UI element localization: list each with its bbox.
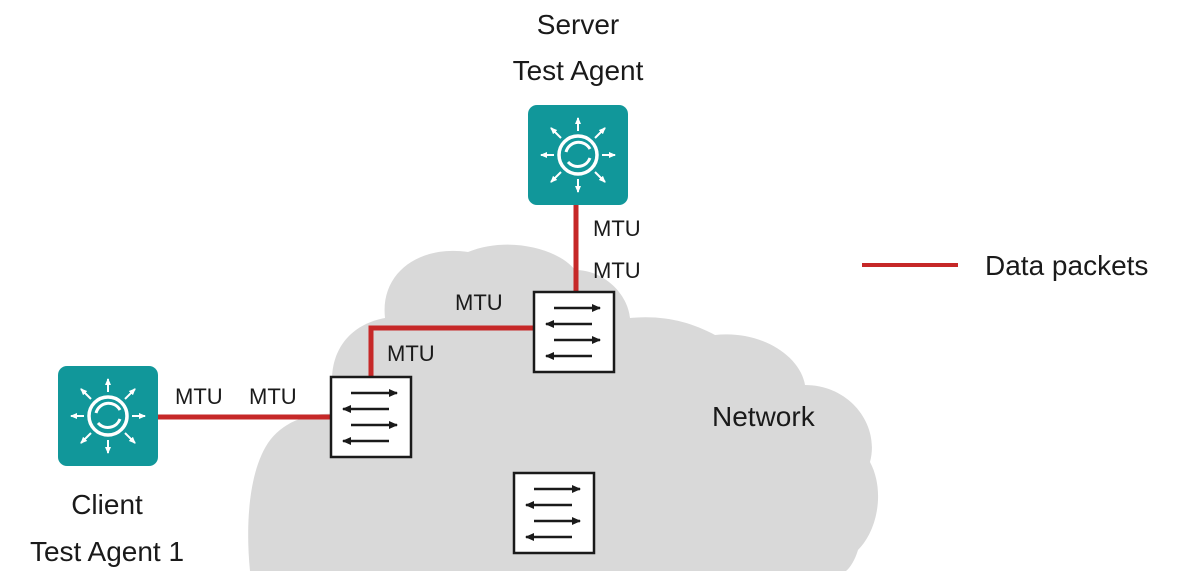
switch-right: [534, 292, 614, 372]
mtu-label-right-switch: MTU: [455, 290, 503, 315]
server-test-agent-icon: [528, 105, 628, 205]
mtu-label-left-switch: MTU: [249, 384, 297, 409]
legend: Data packets: [862, 250, 1148, 281]
mtu-label-client: MTU: [175, 384, 223, 409]
switch-to-switch-link: [368, 325, 534, 377]
network-label: Network: [712, 401, 816, 432]
server-label-line2: Test Agent: [513, 55, 644, 86]
switch-left: [331, 377, 411, 457]
data-links: [158, 205, 579, 420]
switch-bottom: [514, 473, 594, 553]
client-label-line1: Client: [71, 489, 143, 520]
mtu-label-left-switch-top: MTU: [387, 341, 435, 366]
client-label-line2: Test Agent 1: [30, 536, 184, 567]
mtu-label-server-top: MTU: [593, 216, 641, 241]
client-test-agent-icon: [58, 366, 158, 466]
server-label-line1: Server: [537, 9, 619, 40]
mtu-label-server-bottom: MTU: [593, 258, 641, 283]
legend-label: Data packets: [985, 250, 1148, 281]
